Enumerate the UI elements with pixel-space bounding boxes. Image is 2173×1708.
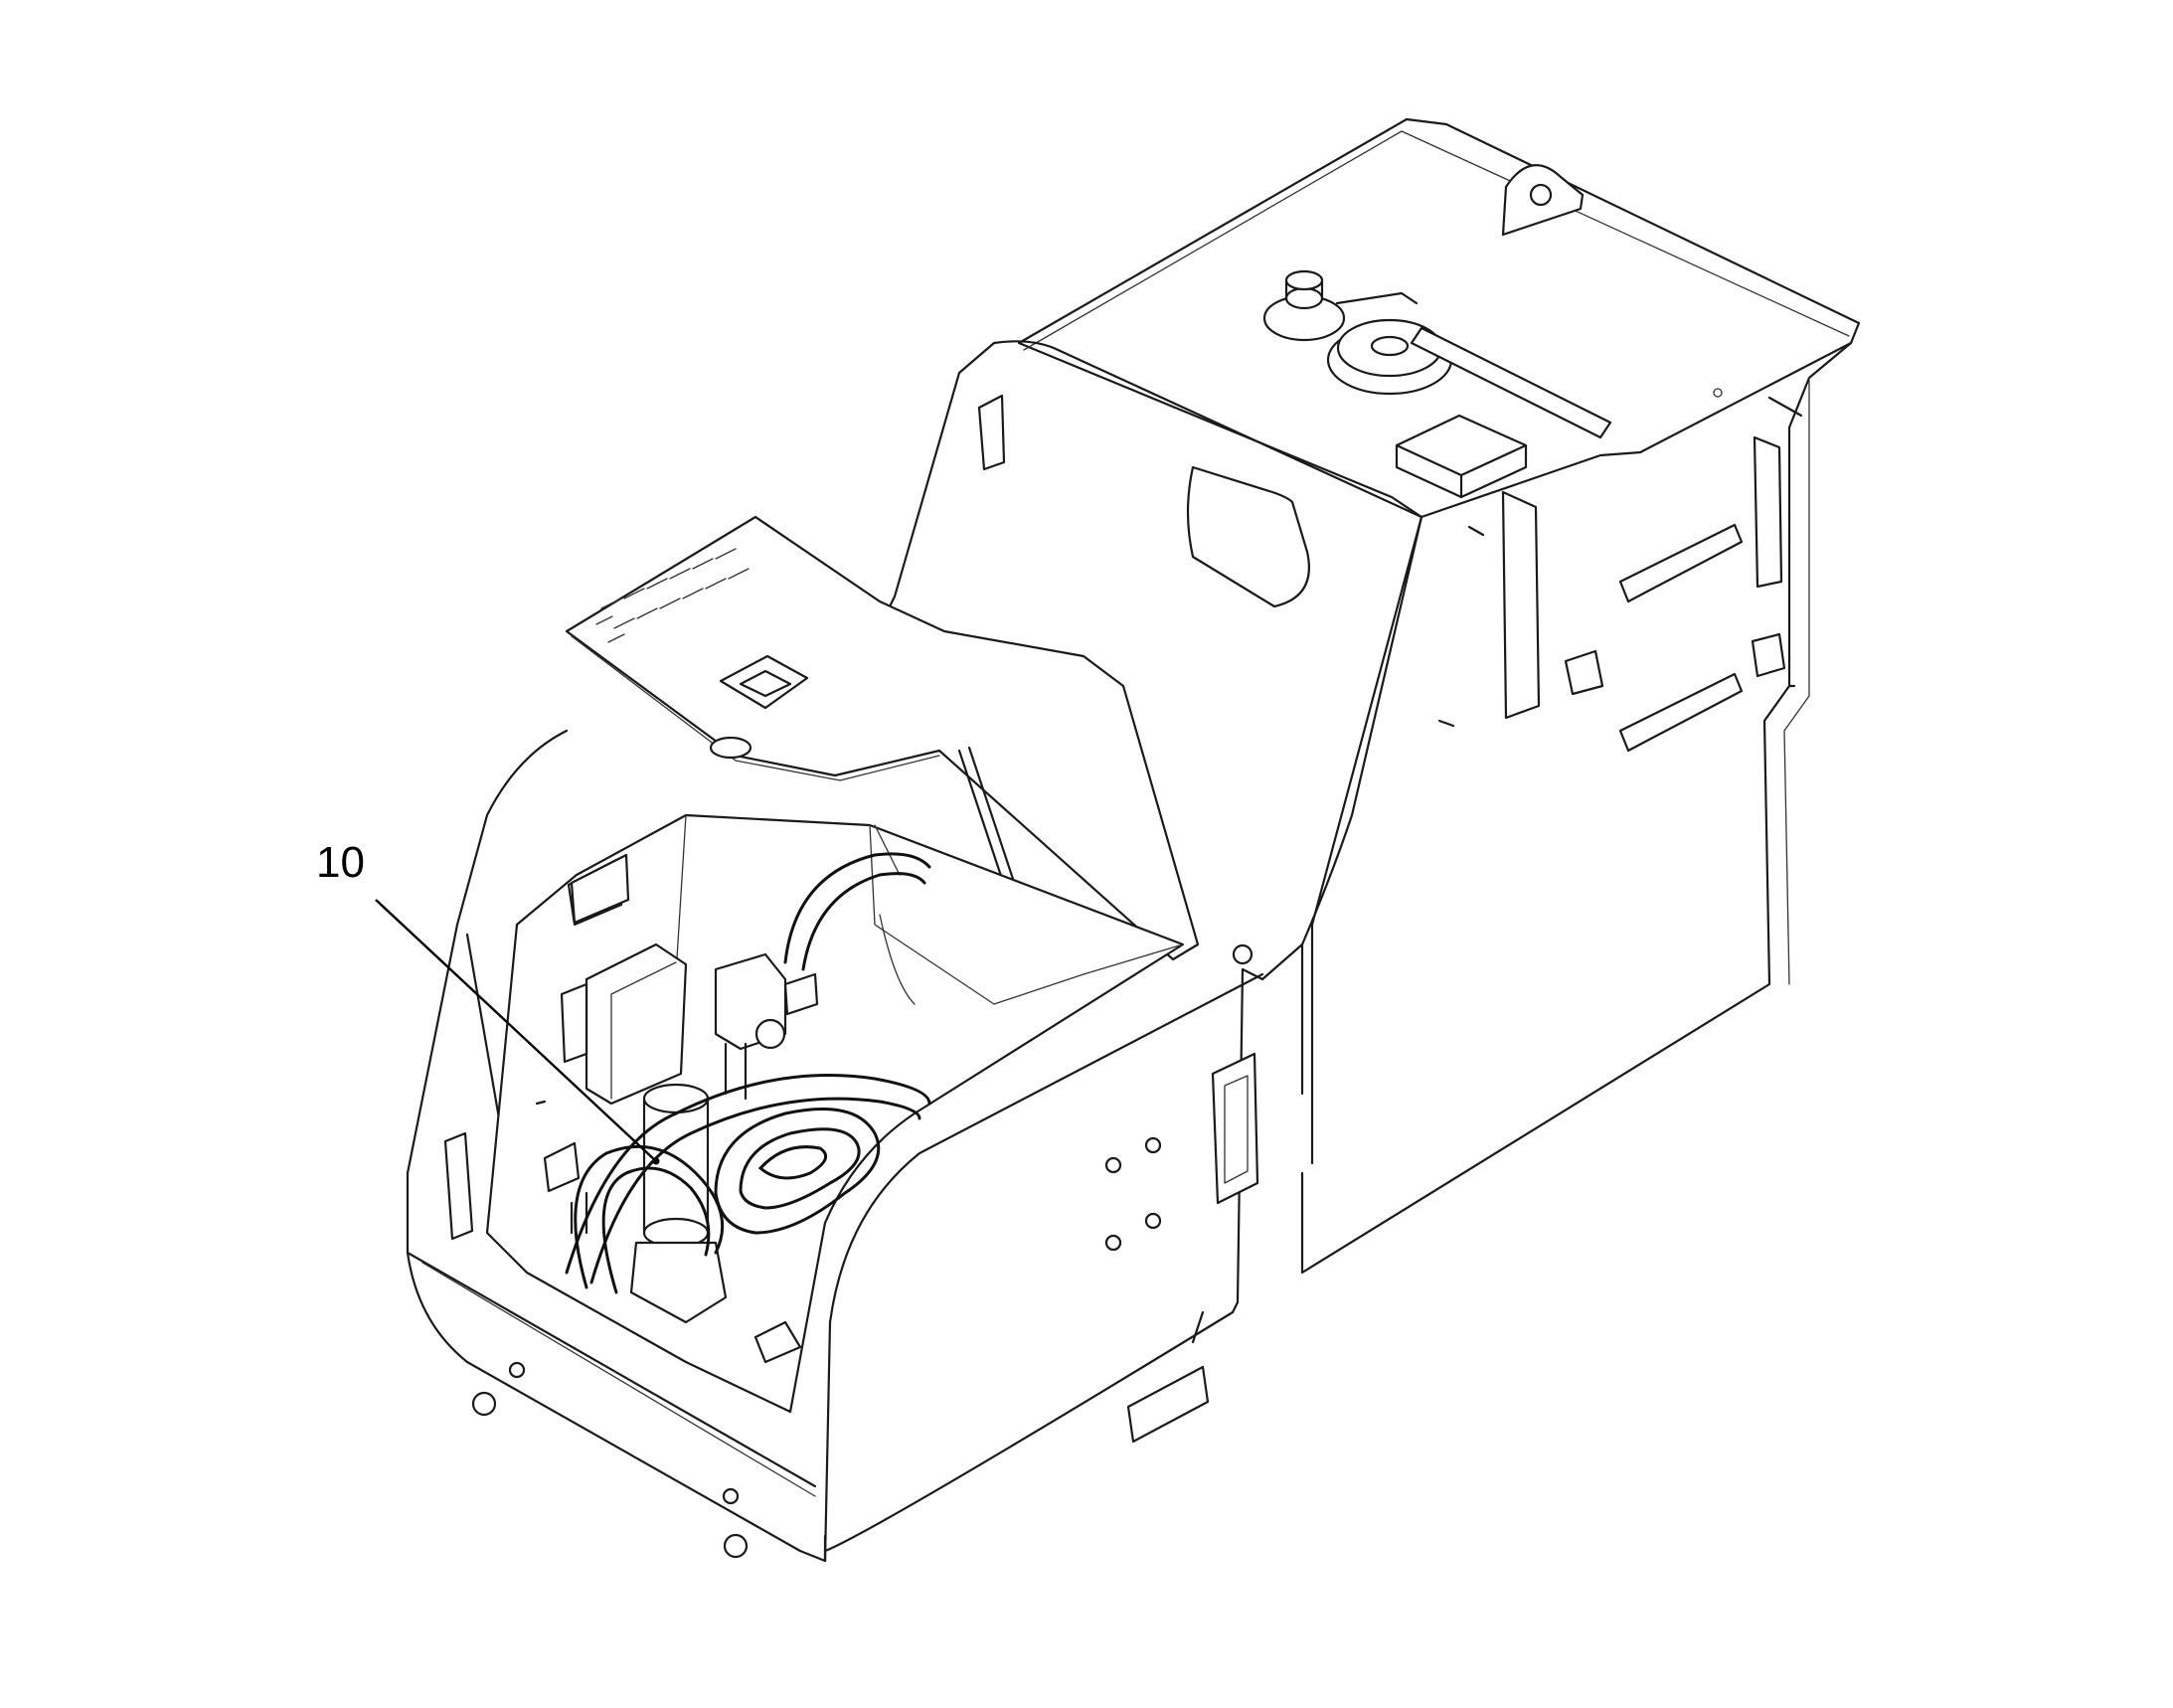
rear-housing <box>1017 117 1861 1275</box>
callout-label-10: 10 <box>316 838 365 887</box>
internal-components <box>535 852 931 1364</box>
callout-10-leader <box>375 899 660 1165</box>
lid-vent-slots <box>595 548 750 643</box>
